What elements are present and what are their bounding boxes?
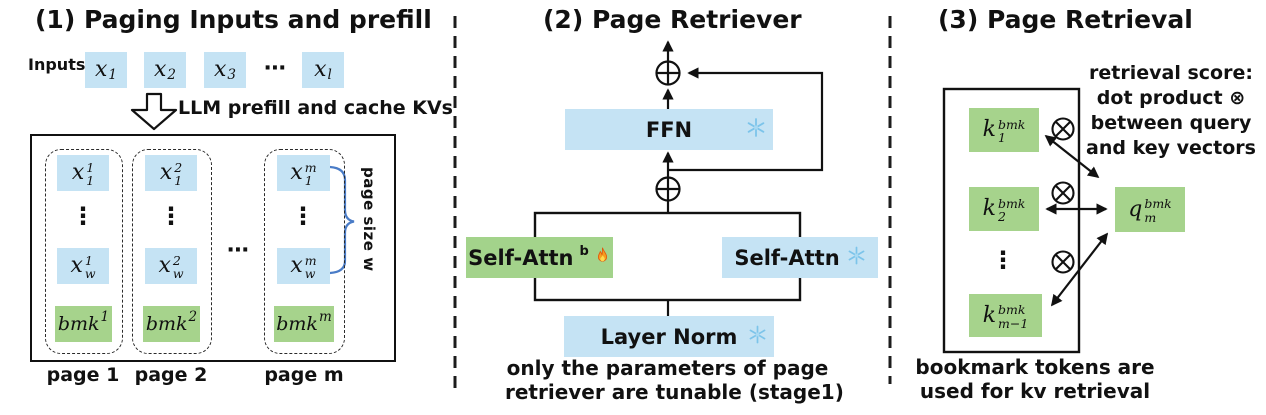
ffn-label: FFN <box>645 117 693 142</box>
page-label-m: page m <box>264 364 344 386</box>
otimes-icon-3 <box>1051 250 1075 274</box>
otimes-icon-2 <box>1051 181 1075 205</box>
add-circle-icon-top <box>655 60 681 86</box>
snowflake-icon <box>847 246 866 270</box>
keys-vdots: ⋮ <box>991 246 1015 274</box>
add-circle-icon-bottom <box>655 176 681 202</box>
note-line-3: between query <box>1090 112 1252 134</box>
panel3-title: (3) Page Retrieval <box>938 5 1193 34</box>
layer-norm-box: Layer Norm <box>564 316 774 357</box>
page-column-1 <box>45 149 123 354</box>
pagem-vdots: ⋮ <box>291 202 315 230</box>
self-attn-label: Self-Attn <box>734 245 840 270</box>
note-line-2: dot product ⊗ <box>1096 87 1246 109</box>
self-attn-b-label: Self-Attn <box>468 245 574 270</box>
panel1-title: (1) Paging Inputs and prefill <box>35 5 432 34</box>
panel2-caption-line2: retriever are tunable (stage1) <box>505 380 844 404</box>
page-label-2: page 2 <box>134 364 208 386</box>
self-attn-frozen-box: Self-Attn <box>722 237 878 278</box>
page-column-2 <box>132 149 212 354</box>
inputs-label: Inputs <box>28 55 86 74</box>
prefill-label: LLM prefill and cache KVs <box>178 97 453 119</box>
page1-vdots: ⋮ <box>71 202 95 230</box>
self-attn-b-superscript: b <box>579 244 589 259</box>
kv-cache-outer-box <box>30 134 396 362</box>
score-arrow-km1-q <box>1050 232 1109 307</box>
panel3-caption-line1: bookmark tokens are <box>915 355 1155 379</box>
page-column-m <box>264 149 345 354</box>
panel2-title: (2) Page Retriever <box>543 5 802 34</box>
input-tokens-ellipsis: ⋯ <box>264 56 286 81</box>
layer-norm-label: Layer Norm <box>600 324 738 349</box>
note-line-1: retrieval score: <box>1089 62 1253 84</box>
panel2-caption-line1: only the parameters of page <box>506 356 829 380</box>
flame-icon <box>594 246 611 270</box>
prefill-block-arrow-icon <box>130 92 178 131</box>
otimes-icon-1 <box>1051 117 1075 141</box>
self-attn-bookmark-box: Self-Attn b <box>466 237 613 278</box>
note-line-4: and key vectors <box>1086 137 1256 159</box>
page-size-label: page size w <box>360 167 378 272</box>
panel3-caption-line2: used for kv retrieval <box>919 379 1151 403</box>
snowflake-icon <box>746 117 766 142</box>
page-label-1: page 1 <box>46 364 120 386</box>
snowflake-icon <box>748 325 767 349</box>
ffn-box: FFN <box>565 109 773 150</box>
page2-vdots: ⋮ <box>159 202 183 230</box>
retrieval-score-note: retrieval score: dot product ⊗ between q… <box>1082 61 1260 161</box>
pages-ellipsis: ⋯ <box>227 238 249 263</box>
